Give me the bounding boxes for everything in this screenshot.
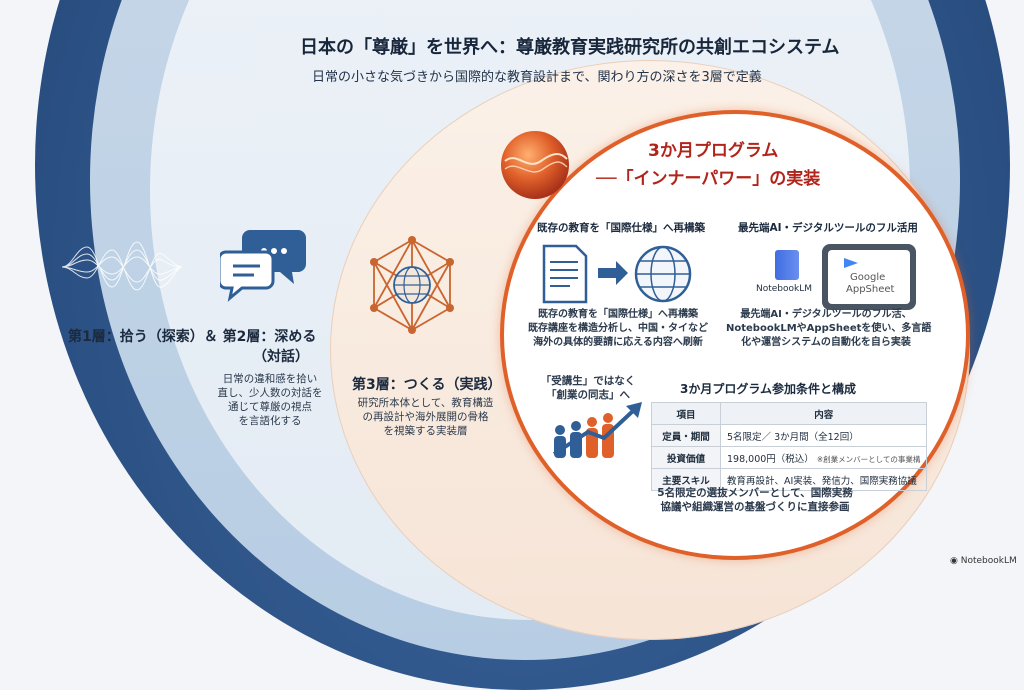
table-header-row: 項目 内容	[651, 402, 928, 425]
page-title: 日本の「尊厳」を世界へ：尊厳教育実践研究所の共創エコシステム	[300, 37, 840, 58]
layer12-label-2: （対話）	[253, 349, 309, 365]
table-cell-value-text: 教育再設計、AI実装、発信力、国際実務協議	[727, 475, 917, 487]
rebuild-desc-line: 海外の具体的要請に応える内容へ刷新	[533, 337, 703, 348]
network-globe-icon	[370, 236, 454, 334]
layer3-desc-line: 研究所本体として、教育構造	[357, 397, 494, 409]
watermark: ◉ NotebookLM	[950, 556, 1017, 566]
layer3-description: 研究所本体として、教育構造 の再設計や海外展開の骨格 を視築する実装層	[348, 396, 503, 438]
appsheet-screen: Google AppSheet	[828, 250, 910, 304]
rebuild-desc-line: 既存の教育を「国際仕様」へ再構築	[538, 309, 698, 320]
layer12-desc-line: 日常の違和感を拾い	[222, 373, 318, 385]
layer3-desc-line: を視築する実装層	[383, 425, 468, 437]
table-header-content: 内容	[719, 402, 928, 425]
table-cell-note: ※創業メンバーとしての事業構	[816, 454, 921, 464]
layer12-label: 第1層：拾う（探索）＆ 第2層：深める	[68, 329, 317, 345]
layer3-label: 第3層：つくる（実践）	[352, 377, 502, 393]
table-cell-key: 定員・期間	[651, 424, 721, 447]
tools-heading: 最先端AI・デジタルツールのフル活用	[738, 222, 918, 234]
closing-line: 5名限定の選抜メンバーとして、国際実務	[657, 487, 853, 499]
cofounder-line: 「受講生」ではなく	[540, 375, 636, 387]
appsheet-arrow-icon	[844, 258, 858, 268]
tools-desc-line: NotebookLMやAppSheetを使い、多言語	[726, 323, 932, 334]
appsheet-label: AppSheet	[846, 284, 895, 295]
tablet-icon: Google AppSheet	[822, 244, 916, 310]
orb-icon	[501, 131, 569, 199]
waveform-icon	[62, 241, 182, 291]
layer12-desc-line: を言語化する	[238, 415, 302, 427]
closing-text: 5名限定の選抜メンバーとして、国際実務 協議や組織運営の基盤づくりに直接参画	[640, 486, 870, 514]
layer12-desc-line: 直し、少人数の対話を	[217, 387, 323, 399]
tools-desc-line: 化や運営システムの自動化を自ら実装	[741, 337, 911, 348]
growing-team-icon	[552, 402, 642, 458]
google-label: Google	[850, 272, 886, 283]
page-subtitle: 日常の小さな気づきから国際的な教育設計まで、関わり方の深さを3層で定義	[312, 70, 762, 85]
notebooklm-watermark-icon: ◉	[950, 556, 958, 566]
program-subtitle: ──「インナーパワー」の実装	[596, 169, 821, 189]
tools-desc-line: 最先端AI・デジタルツールのフル活、	[740, 309, 912, 320]
rebuild-description: 既存の教育を「国際仕様」へ再構築 既存講座を構造分析し、中国・タイなど 海外の具…	[520, 308, 716, 350]
table-cell-value-text: 198,000円（税込）	[727, 453, 814, 465]
tools-description: 最先端AI・デジタルツールのフル活、 NotebookLMやAppSheetを使…	[726, 308, 932, 350]
notebook-icon	[775, 250, 799, 280]
closing-line: 協議や組織運営の基盤づくりに直接参画	[660, 501, 850, 513]
conditions-heading: 3か月プログラム参加条件と構成	[680, 382, 856, 396]
table-header-item: 項目	[651, 402, 721, 425]
layer12-description: 日常の違和感を拾い 直し、少人数の対話を 通じて尊厳の視点 を言語化する	[215, 372, 325, 428]
chat-bubbles-icon	[220, 230, 306, 302]
table-cell-value-text: 5名限定／ 3か月間（全12回）	[727, 431, 859, 443]
table-row: 主要スキル 教育再設計、AI実装、発信力、国際実務協議	[651, 468, 928, 491]
table-cell-value: 5名限定／ 3か月間（全12回）	[719, 424, 928, 447]
table-cell-key: 主要スキル	[651, 468, 721, 491]
table-row: 投資価値 198,000円（税込） ※創業メンバーとしての事業構	[651, 446, 928, 469]
notebooklm-logo: NotebookLM	[756, 248, 820, 304]
cofounder-line: 「創業の同志」へ	[546, 389, 630, 401]
table-cell-value: 教育再設計、AI実装、発信力、国際実務協議	[719, 468, 928, 491]
cofounder-text: 「受講生」ではなく 「創業の同志」へ	[538, 374, 638, 402]
layer3-desc-line: の再設計や海外展開の骨格	[362, 411, 489, 423]
conditions-table: 項目 内容 定員・期間 5名限定／ 3か月間（全12回） 投資価値 198,00…	[651, 402, 928, 491]
layer12-desc-line: 通じて尊厳の視点	[228, 401, 312, 413]
rebuild-heading: 既存の教育を「国際仕様」へ再構築	[537, 222, 705, 234]
table-cell-key: 投資価値	[651, 446, 721, 469]
table-row: 定員・期間 5名限定／ 3か月間（全12回）	[651, 424, 928, 447]
notebooklm-label: NotebookLM	[756, 284, 813, 294]
document-to-globe-icon	[542, 244, 692, 304]
program-title: 3か月プログラム	[648, 141, 779, 161]
rebuild-desc-line: 既存講座を構造分析し、中国・タイなど	[528, 323, 708, 334]
watermark-label: NotebookLM	[960, 556, 1017, 566]
table-cell-value: 198,000円（税込） ※創業メンバーとしての事業構	[719, 446, 928, 469]
